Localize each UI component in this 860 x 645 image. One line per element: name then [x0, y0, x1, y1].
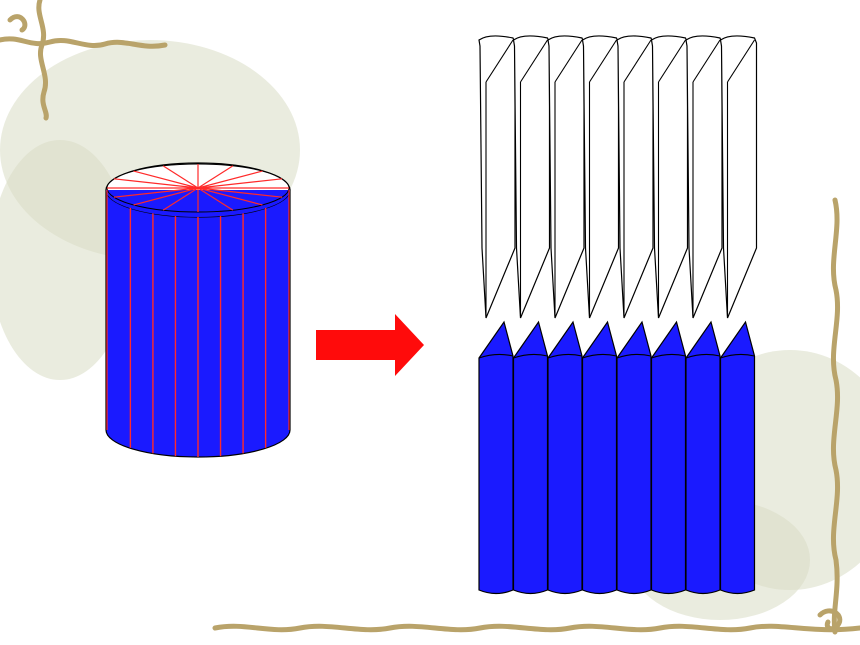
top-radial-cut-line: [197, 165, 234, 189]
top-radial-cut-line: [113, 187, 199, 198]
top-radial-cut-line: [162, 187, 199, 211]
vine-top-left-curl: [7, 14, 28, 33]
hollow-wedge: [616, 35, 654, 319]
blue-wedge-body: [719, 320, 756, 595]
blue-wedge-body: [650, 320, 687, 595]
vine-right-vertical: [830, 197, 841, 635]
blue-wedge: [547, 320, 583, 595]
blue-wedge-top-arc: [720, 353, 755, 359]
blue-wedge-top-arc: [582, 353, 617, 359]
hollow-wedge: [719, 35, 758, 319]
hollow-wedge: [650, 35, 689, 319]
top-radial-cut-line: [113, 178, 199, 189]
blue-wedge-body: [547, 320, 583, 595]
top-radial-cut-line: [197, 187, 283, 198]
blue-wedge: [685, 320, 721, 595]
hollow-wedge: [685, 35, 723, 319]
top-radial-cut-line: [133, 187, 199, 206]
hollow-wedge-outline: [547, 35, 585, 319]
hollow-wedge-outline: [719, 35, 758, 319]
hollow-wedge-top-edge: [589, 39, 617, 83]
hollow-wedge-outline: [512, 35, 551, 319]
blue-wedge: [512, 320, 549, 595]
blue-wedge-top-arc: [685, 353, 721, 359]
leaf-wash-left: [0, 140, 130, 380]
vine-bottom-horizontal: [212, 623, 860, 633]
blue-wedge: [719, 320, 756, 595]
blue-wedge: [650, 320, 687, 595]
blue-wedge-body: [616, 320, 652, 595]
hollow-wedge: [512, 35, 551, 319]
hollow-wedge-top-edge: [623, 39, 652, 83]
vine-bottom-right-curl: [817, 608, 843, 632]
blue-wedge-top-arc: [478, 353, 514, 359]
hollow-wedge-top-edge: [692, 39, 721, 83]
hollow-wedge-outline: [685, 35, 723, 319]
blue-wedge-top-arc: [651, 353, 686, 359]
hollow-wedge-outline: [478, 35, 516, 319]
hollow-wedge-top-edge: [658, 39, 686, 83]
blue-wedge-top-arc: [547, 353, 583, 359]
hollow-wedge-top-edge: [520, 39, 548, 83]
vine-top-left-vertical: [36, 0, 49, 121]
vine-top-left-horizontal: [0, 36, 168, 49]
blue-wedge: [581, 320, 618, 595]
top-radial-cut-line: [162, 165, 199, 189]
cut-cylinder: [105, 162, 291, 458]
blue-wedge-top-arc: [513, 353, 548, 359]
red-right-arrow: [316, 314, 424, 376]
hollow-wedge: [478, 35, 516, 319]
top-radial-cut-line: [197, 187, 234, 211]
hollow-wedge-outline: [650, 35, 689, 319]
blue-wedge: [616, 320, 652, 595]
hollow-wedge-top-edge: [485, 39, 514, 83]
blue-wedge-body: [685, 320, 721, 595]
hollow-wedge-top-edge: [727, 39, 755, 83]
blue-wedge-body: [478, 320, 514, 595]
hollow-wedge-top-edge: [554, 39, 583, 83]
hollow-wedge: [547, 35, 585, 319]
top-radial-cut-line: [133, 170, 199, 189]
top-radial-cut-line: [197, 178, 283, 189]
top-radial-cut-line: [197, 170, 263, 189]
hollow-wedge-row: [478, 35, 758, 319]
hollow-wedge-outline: [616, 35, 654, 319]
blue-wedge-row: [478, 320, 756, 595]
blue-wedge: [478, 320, 514, 595]
hollow-wedge-outline: [581, 35, 620, 319]
top-radial-cut-line: [197, 187, 263, 206]
blue-wedge-top-arc: [616, 353, 652, 359]
hollow-wedge: [581, 35, 620, 319]
blue-wedge-body: [581, 320, 618, 595]
blue-wedge-body: [512, 320, 549, 595]
